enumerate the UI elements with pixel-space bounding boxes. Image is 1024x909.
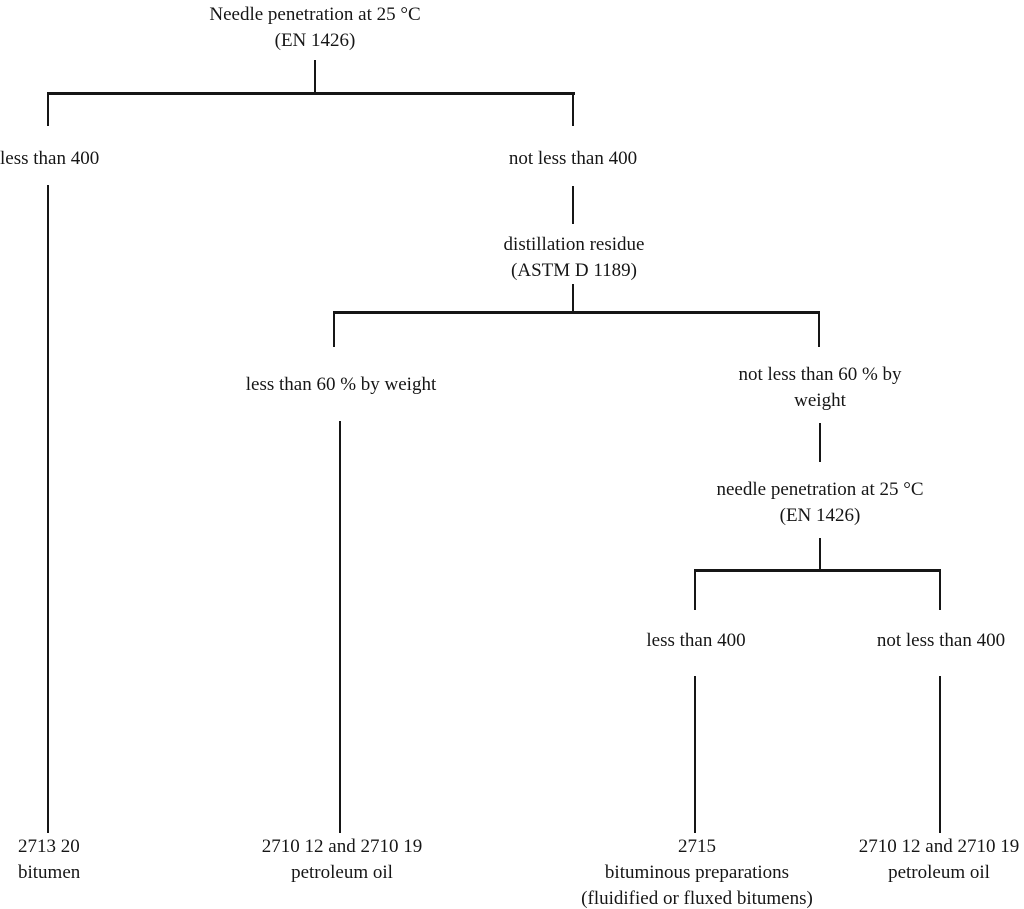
connector-root-stem (314, 60, 316, 93)
connector-level3-left-drop (694, 569, 696, 610)
result-bitumen: 2713 20 bitumen (18, 834, 80, 886)
connector-level3-bar (694, 569, 941, 572)
connector-level2-right-drop (818, 311, 820, 347)
needle2-node-line2: (EN 1426) (779, 505, 861, 526)
level3-left-label: less than 400 (646, 630, 746, 651)
root-node-line2: (EN 1426) (274, 30, 356, 51)
connector-distillation-stem-top (572, 186, 574, 224)
connector-level2-left-drop (333, 311, 335, 347)
result-petroleum-left-label: petroleum oil (291, 862, 393, 883)
connector-petroleum-right-line (939, 676, 941, 833)
needle2-node: needle penetration at 25 °C (EN 1426) (716, 477, 923, 529)
connector-level2-bar (333, 311, 820, 314)
connector-petroleum-left-line (339, 421, 341, 833)
result-bitumen-code: 2713 20 (18, 836, 80, 857)
level1-right-label: not less than 400 (508, 148, 638, 169)
connector-level1-bar (47, 92, 575, 95)
connector-bituminous-line (694, 676, 696, 833)
result-petroleum-left: 2710 12 and 2710 19 petroleum oil (262, 834, 422, 886)
level2-left-label: less than 60 % by weight (245, 374, 437, 395)
distillation-node-line1: distillation residue (503, 234, 645, 255)
result-petroleum-right-code: 2710 12 and 2710 19 (858, 836, 1020, 857)
result-bituminous-code: 2715 (677, 836, 716, 857)
result-bitumen-label: bitumen (18, 862, 81, 883)
connector-level1-right-drop (572, 92, 574, 126)
level2-right-label-line1: not less than 60 % by (738, 364, 902, 385)
connector-bitumen-line (47, 185, 49, 833)
result-petroleum-right: 2710 12 and 2710 19 petroleum oil (859, 834, 1019, 886)
needle2-node-line1: needle penetration at 25 °C (716, 479, 924, 500)
root-node-line1: Needle penetration at 25 °C (209, 4, 421, 25)
connector-needle2-stem-top (819, 423, 821, 462)
result-petroleum-left-code: 2710 12 and 2710 19 (261, 836, 423, 857)
result-bituminous: 2715 bituminous preparations (fluidified… (581, 834, 813, 909)
connector-level3-right-drop (939, 569, 941, 610)
level3-right-label: not less than 400 (876, 630, 1006, 651)
result-petroleum-right-label: petroleum oil (888, 862, 990, 883)
connector-distillation-stem-bottom (572, 284, 574, 313)
root-node: Needle penetration at 25 °C (EN 1426) (209, 2, 420, 54)
level2-right-label-line2: weight (794, 390, 846, 411)
level1-left-label: less than 400 (0, 148, 100, 169)
distillation-node-line2: (ASTM D 1189) (511, 260, 637, 281)
connector-level1-left-drop (47, 92, 49, 126)
distillation-node: distillation residue (ASTM D 1189) (504, 232, 645, 284)
connector-needle2-stem-bottom (819, 538, 821, 571)
result-bituminous-label: bituminous preparations (604, 862, 790, 883)
level2-right-label: not less than 60 % by weight (738, 362, 901, 414)
result-bituminous-note: (fluidified or fluxed bitumens) (581, 888, 813, 909)
